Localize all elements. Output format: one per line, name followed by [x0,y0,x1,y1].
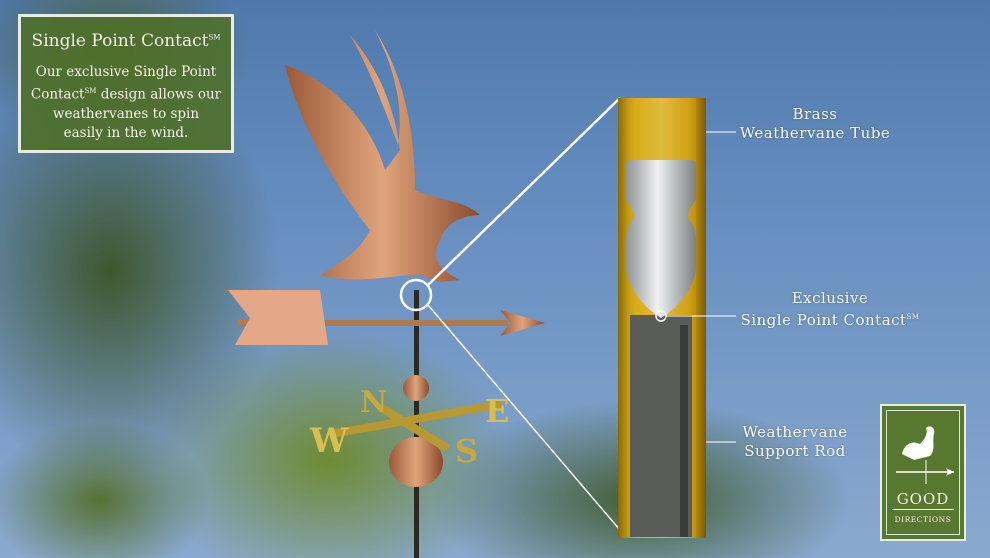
info-box: Single Point ContactSM Our exclusive Sin… [18,14,234,153]
arrow-figure [228,290,545,345]
support-pole [414,290,419,558]
copper-ball [389,437,443,487]
logo-word-good: GOOD [896,490,950,508]
direction-w: W [309,421,349,461]
pivot-bullet [626,160,696,318]
direction-e: E [485,392,509,430]
brass-tube-cutaway [618,98,706,538]
rooster-weathervane-icon [896,426,954,484]
direction-n: N [360,385,387,420]
copper-ball [403,375,429,401]
contact-point-marker [399,278,433,312]
info-body: Our exclusive Single Point ContactSM des… [30,64,222,141]
good-directions-logo: GOOD DIRECTIONS [880,404,966,541]
logo-word-directions: DIRECTIONS [894,515,952,524]
eagle-figure [285,30,480,282]
directionals-arms [330,400,502,438]
info-title: Single Point ContactSM [31,31,221,51]
direction-s: S [455,432,478,470]
